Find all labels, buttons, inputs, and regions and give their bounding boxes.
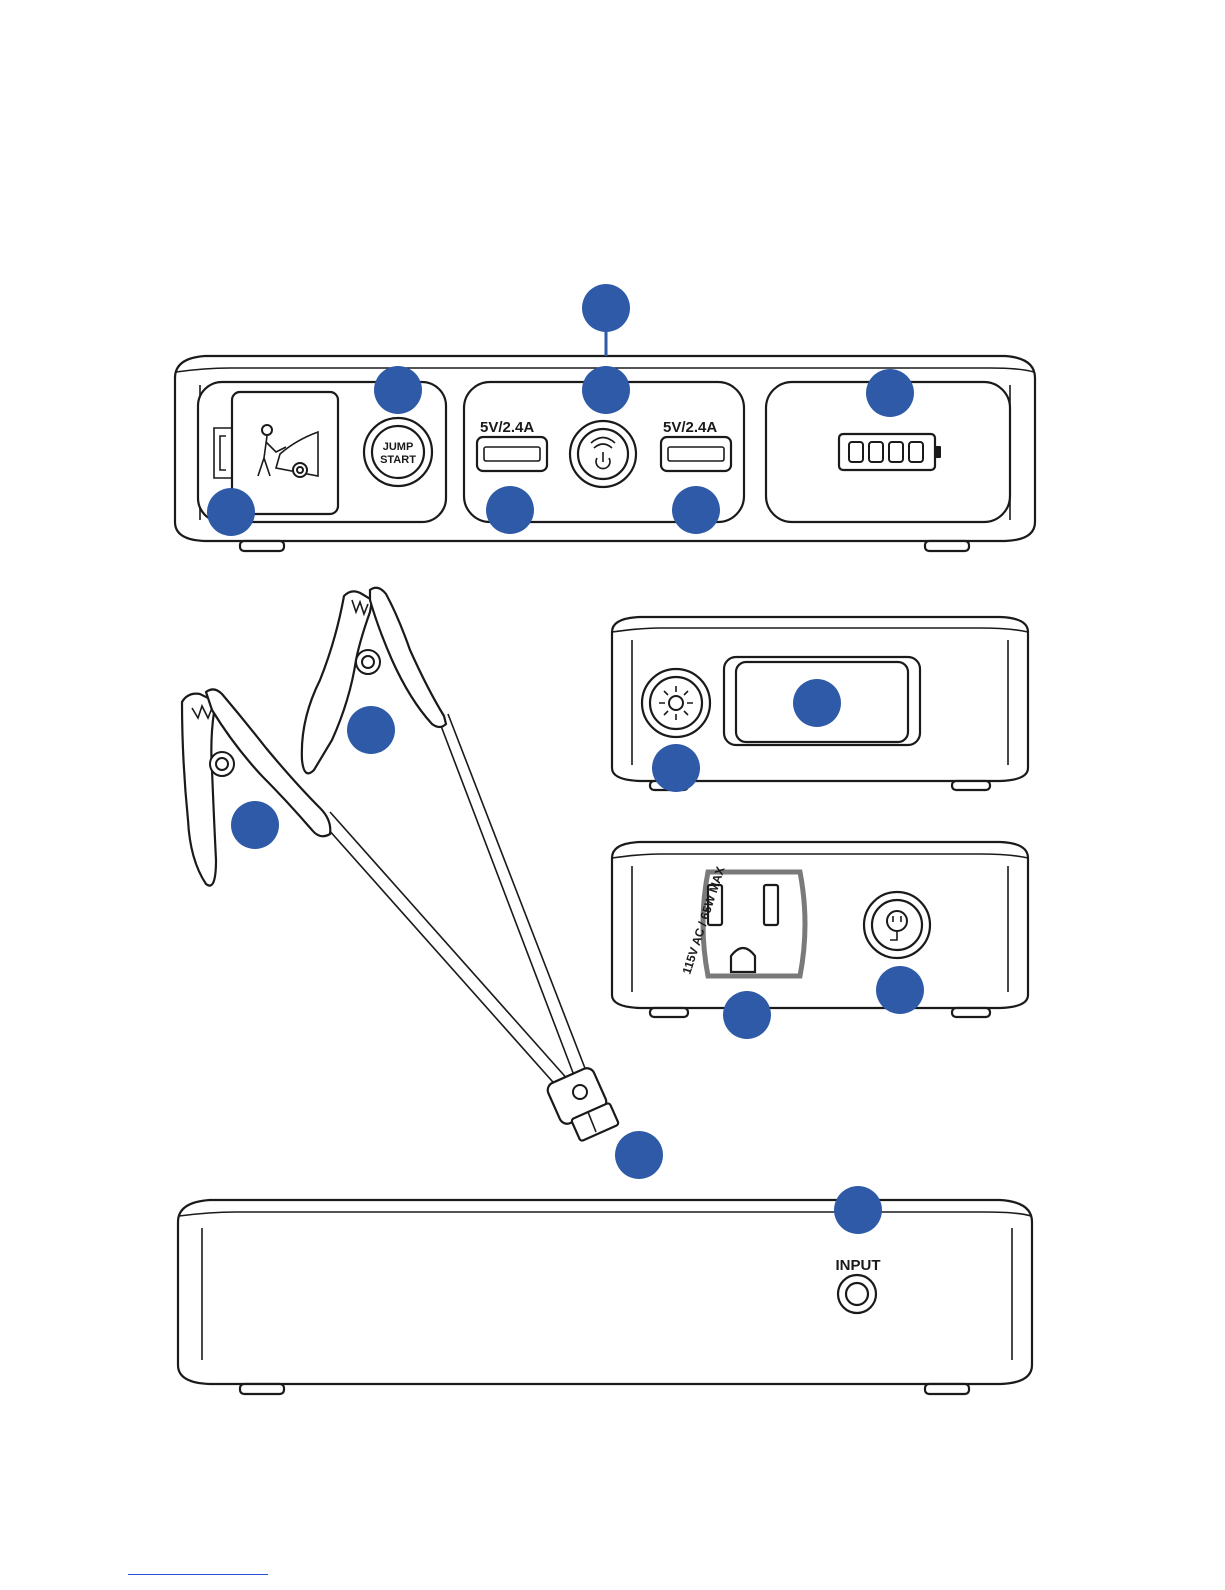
ac-side-panel: 115V AC / 65W MAX: [612, 842, 1028, 1039]
back-panel: INPUT: [178, 1186, 1032, 1394]
callout-ep-port: [207, 488, 255, 536]
front-panel: JUMP START 5V/2.4A 5V/2.4A: [175, 284, 1035, 551]
callout-clamp-black: [231, 801, 279, 849]
usb-right-rating: 5V/2.4A: [663, 419, 717, 436]
callout-battery: [866, 369, 914, 417]
callout-usb-left: [486, 486, 534, 534]
callout-ac-outlet: [723, 991, 771, 1039]
callout-clamp-red: [347, 706, 395, 754]
callout-power: [582, 366, 630, 414]
callout-top-wireless: [582, 284, 630, 332]
callout-usb-right: [672, 486, 720, 534]
usb-left-rating: 5V/2.4A: [480, 419, 534, 436]
usb-port-right[interactable]: [661, 437, 731, 471]
flashlight-side-panel: [612, 617, 1028, 792]
jumper-clamps: [182, 588, 663, 1179]
input-label: INPUT: [836, 1257, 881, 1274]
flashlight-sun-icon: [659, 686, 693, 720]
page-footer-rule: [128, 1574, 268, 1575]
callout-connector: [615, 1131, 663, 1179]
callout-jump-start: [374, 366, 422, 414]
callout-input: [834, 1186, 882, 1234]
callout-ac-power: [876, 966, 924, 1014]
ep-connector: [545, 1066, 619, 1142]
battery-level-icon: [839, 434, 941, 470]
usb-port-left[interactable]: [477, 437, 547, 471]
callout-flashlight-lens: [793, 679, 841, 727]
jump-start-label-top: JUMP: [383, 441, 414, 453]
jump-start-label-bottom: START: [380, 454, 416, 466]
callout-flashlight-button: [652, 744, 700, 792]
